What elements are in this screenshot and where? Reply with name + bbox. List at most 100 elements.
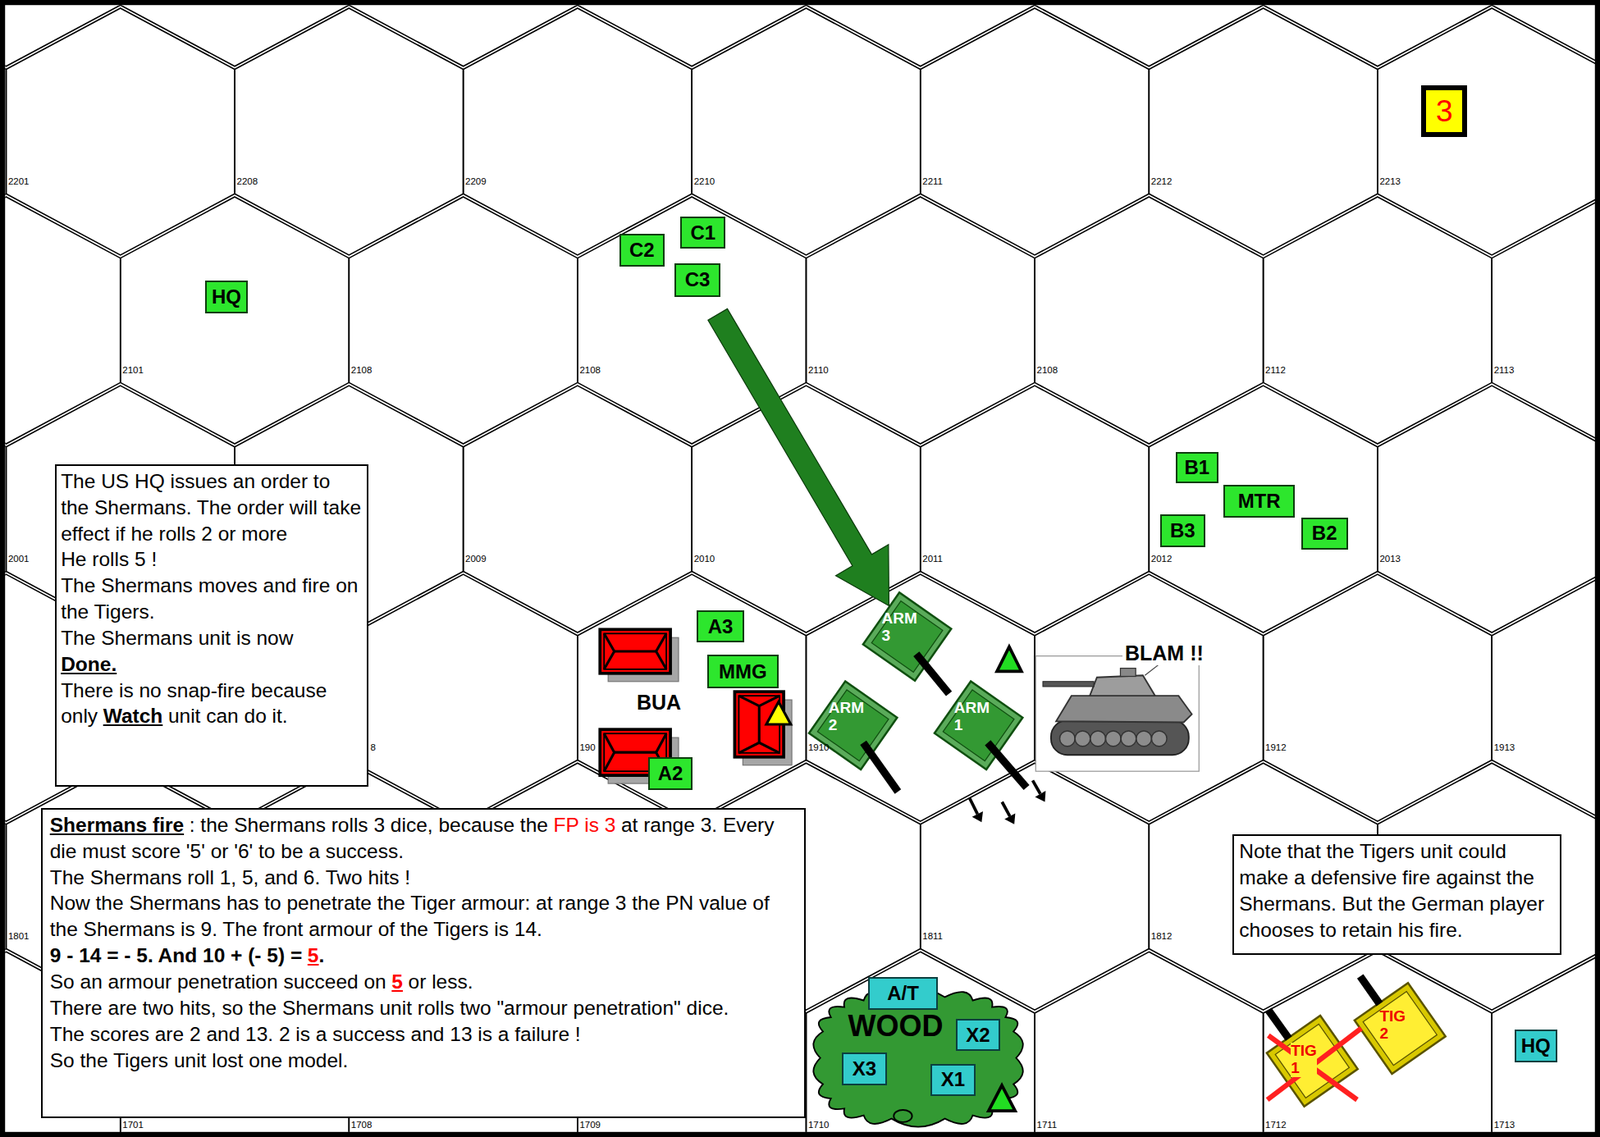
- note-text: Note that the Tigers unit could make a d…: [1238, 838, 1555, 943]
- hex-number: 2208: [237, 177, 259, 188]
- hex-outline: [5, 8, 235, 256]
- tank-counter: ARM 1: [954, 699, 1000, 743]
- hex-outline: [4, 4, 121, 67]
- gun-barrel: [916, 653, 950, 695]
- counter-label: X3: [852, 1057, 877, 1081]
- hex-number: 1812: [1151, 932, 1173, 942]
- sherman-counter: [809, 681, 897, 770]
- road-wheel: [1060, 731, 1076, 747]
- hex-outline: [577, 4, 807, 67]
- hex-number: 1910: [808, 743, 830, 754]
- counter-label: HQ: [211, 285, 242, 309]
- unit-counter: B2: [1301, 517, 1349, 551]
- counter-label: A3: [708, 615, 734, 639]
- roof-line: [603, 733, 614, 772]
- hex-outline: [920, 385, 1150, 633]
- hex-number: 2209: [465, 177, 487, 188]
- roof-line: [738, 695, 780, 706]
- road-wheel: [1120, 731, 1137, 747]
- hex-number: 8: [370, 743, 375, 754]
- hex-number: 1701: [122, 1120, 144, 1131]
- hex-outline: [4, 196, 121, 444]
- hex-outline: [120, 196, 350, 444]
- counter-label: X2: [965, 1024, 990, 1047]
- roof-line: [614, 649, 657, 653]
- terrain-name: WOOD: [847, 1011, 943, 1042]
- note-text: So the Tigers unit lost one model.: [50, 1047, 798, 1075]
- unit-counter: X3: [841, 1052, 887, 1086]
- sherman-counter: [863, 592, 951, 681]
- counter-label: TIG 1: [1290, 1042, 1317, 1078]
- tank-counter: TIG 2: [1379, 1008, 1422, 1054]
- hex-number: 2113: [1494, 365, 1515, 376]
- roof-line: [758, 706, 761, 744]
- counter-label: X1: [941, 1068, 965, 1092]
- hex-outline: [463, 385, 693, 633]
- sound-effect: BLAM !!: [1122, 642, 1207, 666]
- note-text: So an armour penetration succeed on: [50, 970, 387, 993]
- hex-outline: [805, 574, 1035, 822]
- tank-gun: [1042, 681, 1094, 687]
- tank-turret: [1089, 675, 1156, 696]
- note-text: The Shermans unit is now: [60, 625, 363, 652]
- road-wheel: [1074, 731, 1091, 747]
- hex-number: 2108: [579, 365, 601, 376]
- note-text: He rolls 5 !: [60, 546, 363, 573]
- note-text: The Shermans moves and fire on the Tiger…: [60, 572, 363, 626]
- unit-counter: MMG: [707, 654, 779, 689]
- building-roof: [599, 629, 671, 673]
- hex-outline: [348, 574, 578, 822]
- hex-outline: [1377, 8, 1596, 256]
- hex-number: 2108: [1037, 365, 1059, 376]
- fire-arrow-shaft: [1033, 780, 1041, 794]
- hex-number: 1712: [1265, 1120, 1287, 1131]
- hex-number: 190: [579, 743, 595, 754]
- hex-number: 2112: [1265, 365, 1286, 376]
- note-text: The Shermans roll 1, 5, and 6. Two hits …: [50, 864, 798, 892]
- hex-outline: [805, 4, 1035, 67]
- hex-number: 2110: [808, 365, 829, 376]
- unit-counter: A/T: [868, 977, 938, 1011]
- hex-number: 2213: [1379, 177, 1401, 188]
- counter-label: B2: [1312, 521, 1338, 545]
- hex-outline: [1148, 385, 1378, 633]
- note-text: The scores are 2 and 13. 2 is a success …: [50, 1021, 798, 1048]
- hex-number: 2012: [1151, 554, 1173, 565]
- tank-counter: ARM 2: [828, 699, 874, 743]
- gun-barrel: [863, 742, 898, 792]
- hex-number: 2013: [1379, 554, 1401, 565]
- note-text: FP is 3: [553, 813, 617, 837]
- note-text: or less.: [408, 970, 474, 993]
- road-wheel: [1136, 731, 1152, 747]
- hex-outline: [1034, 574, 1264, 822]
- tank-counter: TIG 1: [1290, 1042, 1332, 1088]
- note-text: The US HQ issues an order to the Sherman…: [60, 468, 363, 548]
- hex-number: 1912: [1265, 743, 1287, 754]
- note-text: Done.: [60, 651, 363, 678]
- hex-number: 2101: [122, 365, 144, 376]
- hex-number: 1710: [808, 1120, 830, 1131]
- terrain-name: BUA: [636, 691, 682, 715]
- counter-label: C3: [685, 268, 711, 292]
- hex-outline: [120, 4, 350, 67]
- road-wheel: [1151, 731, 1167, 747]
- note-text: Watch: [103, 704, 164, 727]
- hex-outline: [920, 8, 1150, 256]
- road-wheel: [1090, 731, 1107, 747]
- counter-bevel: [863, 592, 951, 681]
- move-arrow: [708, 308, 890, 606]
- wood-cloud: [813, 989, 1024, 1128]
- watch-marker: [996, 646, 1022, 672]
- hex-outline: [1491, 196, 1596, 444]
- counter-face: [942, 690, 1015, 762]
- unit-counter: HQ: [205, 280, 248, 314]
- hex-outline: [1263, 951, 1493, 1132]
- hex-outline: [1263, 574, 1493, 822]
- building-symbol: [734, 691, 792, 766]
- destroyed-cross: [1267, 1028, 1362, 1101]
- hex-number: 1801: [8, 932, 30, 942]
- counter-bevel: [809, 681, 897, 770]
- watch-marker: [988, 1085, 1015, 1111]
